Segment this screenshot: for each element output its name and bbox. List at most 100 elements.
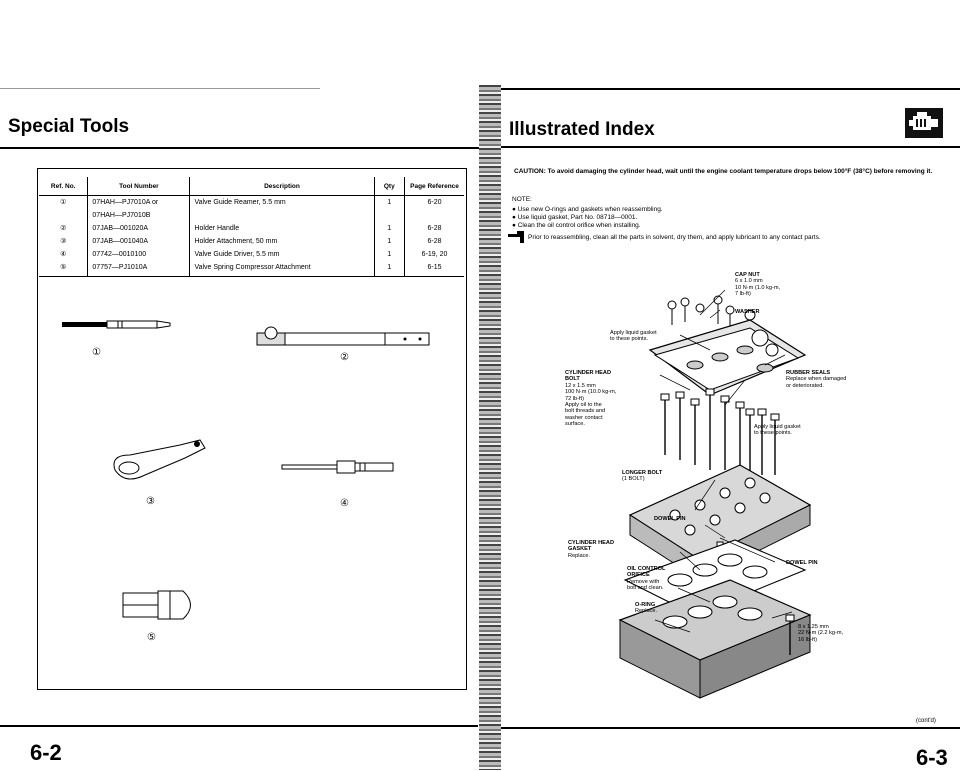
head-gasket-callout: CYLINDER HEAD GASKET Replace. <box>568 540 614 559</box>
longer-bolt-label: LONGER BOLT <box>622 470 663 476</box>
apply-liquid-line: Apply liquid gasket <box>610 330 657 336</box>
ref-cell: ③ <box>39 235 89 248</box>
col-ref: Ref. No. <box>39 177 89 196</box>
description-cell: Holder Attachment, 50 mm <box>189 235 375 248</box>
head-gasket-title: CYLINDER HEAD <box>568 540 614 546</box>
ref-cell: ⑤ <box>39 261 89 277</box>
bottom-bolt-callout: 8 x 1.25 mm 22 N·m (2.2 kg-m, 16 lb-ft) <box>798 624 843 643</box>
tool-number-cell: 07HAH—PJ7010B <box>87 209 191 222</box>
ref-cell <box>39 209 89 222</box>
tool-number-cell: 07757—PJ1010A <box>87 261 191 277</box>
note-text: Use liquid gasket, Part No. 08718—0001. <box>517 214 638 221</box>
head-bolt-title: CYLINDER HEAD <box>565 370 611 376</box>
description-cell <box>189 209 375 222</box>
col-description: Description <box>189 177 375 196</box>
apply-liquid-line: to these points. <box>754 430 792 437</box>
table-header-row: Ref. No. Tool Number Description Qty Pag… <box>39 177 464 196</box>
ref-cell: ② <box>39 222 89 235</box>
head-bolt-line: Apply oil to the <box>565 402 602 409</box>
table-row: ④ 07742—0010100 Valve Guide Driver, 5.5 … <box>39 248 464 261</box>
cap-nut-callout: CAP NUT 6 x 1.0 mm 10 N·m (1.0 kg-m, 7 l… <box>735 272 780 298</box>
description-cell: Valve Spring Compressor Attachment <box>189 261 375 277</box>
rubber-seals-callout: RUBBER SEALS Replace when damaged or det… <box>786 370 846 389</box>
qty-cell: 1 <box>374 248 406 261</box>
tool-number-cell: 07JAB—001040A <box>87 235 191 248</box>
rubber-seals-label: RUBBER SEALS <box>786 370 831 376</box>
continued-label: (cont'd) <box>916 718 936 724</box>
o-ring-label: O-RING <box>635 602 656 608</box>
oil-control-orifice-callout: OIL CONTROL ORIFICE Remove with bolt and… <box>627 566 665 592</box>
bottom-bolt-line: 16 lb-ft) <box>798 636 817 643</box>
dowel-pin-right-callout: DOWEL PIN <box>786 560 818 566</box>
qty-cell: 1 <box>374 195 406 209</box>
tool-label-2: ② <box>340 352 349 363</box>
col-qty: Qty <box>374 177 406 196</box>
rubber-seals-line: or deteriorated. <box>786 382 824 389</box>
o-ring-replace: Replace. <box>635 608 658 615</box>
description-cell: Valve Guide Reamer, 5.5 mm <box>189 195 375 209</box>
tools-frame <box>37 168 467 690</box>
head-gasket-replace: Replace. <box>568 552 591 559</box>
head-bolt-line: 100 N·m (10.0 kg-m, <box>565 389 617 396</box>
o-ring-callout: O-RING Replace. <box>635 602 657 615</box>
bottom-bolt-line: 8 x 1.25 mm <box>798 624 829 630</box>
table-row: ② 07JAB—001020A Holder Handle 1 6-28 <box>39 222 464 235</box>
right-top-rule <box>501 88 960 90</box>
note-heading: NOTE: <box>512 196 532 203</box>
page-ref-cell: 6-19, 20 <box>421 251 448 258</box>
head-bolt-line: 72 lb-ft) <box>565 395 584 402</box>
washer-label: WASHER <box>735 309 760 315</box>
right-page-number: 6-3 <box>916 745 948 770</box>
dowel-pin-label: DOWEL PIN <box>786 560 818 566</box>
page-title: Special Tools <box>8 116 130 137</box>
head-bolt-line: surface. <box>565 421 585 428</box>
head-bolt-line: 12 x 1.5 mm <box>565 382 596 389</box>
apply-liquid-gasket-bottom-callout: Apply liquid gasket to these points. <box>754 424 801 437</box>
table-row: 07HAH—PJ7010B <box>39 209 464 222</box>
head-bolt-line: washer contact <box>565 414 603 421</box>
ref-cell: ① <box>39 195 89 209</box>
left-bottom-rule <box>0 725 478 727</box>
orifice-line: Remove with <box>627 578 660 585</box>
apply-liquid-line: Apply liquid gasket <box>754 424 801 430</box>
binding-spine <box>479 85 501 770</box>
bottom-bolt-line: 22 N·m (2.2 kg-m, <box>798 630 844 637</box>
page-ref-cell: 6-28 <box>427 225 442 232</box>
tool-number-cell: 07HAH—PJ7010A or <box>87 195 191 209</box>
orifice-line: bolt and clean. <box>627 585 664 592</box>
table-row: ⑤ 07757—PJ1010A Valve Spring Compressor … <box>39 261 464 277</box>
description-cell: Valve Guide Driver, 5.5 mm <box>189 248 375 261</box>
tool-label-4: ④ <box>340 498 349 509</box>
left-page-number: 6-2 <box>30 740 62 765</box>
qty-cell: 1 <box>374 235 406 248</box>
section-title: Illustrated Index <box>509 119 655 140</box>
tool-2-holder-handle-drawing <box>256 326 430 346</box>
longer-bolt-callout: LONGER BOLT (1 BOLT) <box>622 470 662 483</box>
tool-label-3: ③ <box>146 496 155 507</box>
description-cell: Holder Handle <box>189 222 375 235</box>
right-bottom-rule <box>501 727 960 729</box>
tool-4-guide-driver-drawing <box>281 460 394 474</box>
qty-cell <box>374 209 406 222</box>
orifice-title: OIL CONTROL <box>627 566 666 572</box>
cap-nut-torque: 10 N·m (1.0 kg-m, <box>735 284 781 291</box>
special-tools-table: Ref. No. Tool Number Description Qty Pag… <box>39 177 464 277</box>
qty-cell: 1 <box>374 222 406 235</box>
page-ref-cell: 6-15 <box>427 264 442 271</box>
cap-nut-size: 6 x 1.0 mm <box>735 278 763 285</box>
tool-number-cell: 07742—0010100 <box>87 248 191 261</box>
head-bolt-title-2: BOLT <box>565 376 580 383</box>
col-tool-number: Tool Number <box>87 177 191 196</box>
cap-nut-torque-lbft: 7 lb-ft) <box>735 291 751 298</box>
apply-liquid-line: to these points. <box>610 336 648 343</box>
tool-3-holder-attachment-drawing <box>113 439 206 480</box>
right-title-underline <box>501 146 960 148</box>
note-text: Clean the oil control orifice when insta… <box>517 222 641 229</box>
tool-5-spring-compressor-drawing <box>122 590 191 620</box>
table-row: ③ 07JAB—001040A Holder Attachment, 50 mm… <box>39 235 464 248</box>
longer-bolt-count: (1 BOLT) <box>622 476 645 483</box>
qty-cell: 1 <box>374 261 406 277</box>
title-underline <box>0 147 480 149</box>
table-row: ① 07HAH—PJ7010A or Valve Guide Reamer, 5… <box>39 195 464 209</box>
cylinder-head-bolt-callout: CYLINDER HEAD BOLT 12 x 1.5 mm 100 N·m (… <box>565 370 616 428</box>
